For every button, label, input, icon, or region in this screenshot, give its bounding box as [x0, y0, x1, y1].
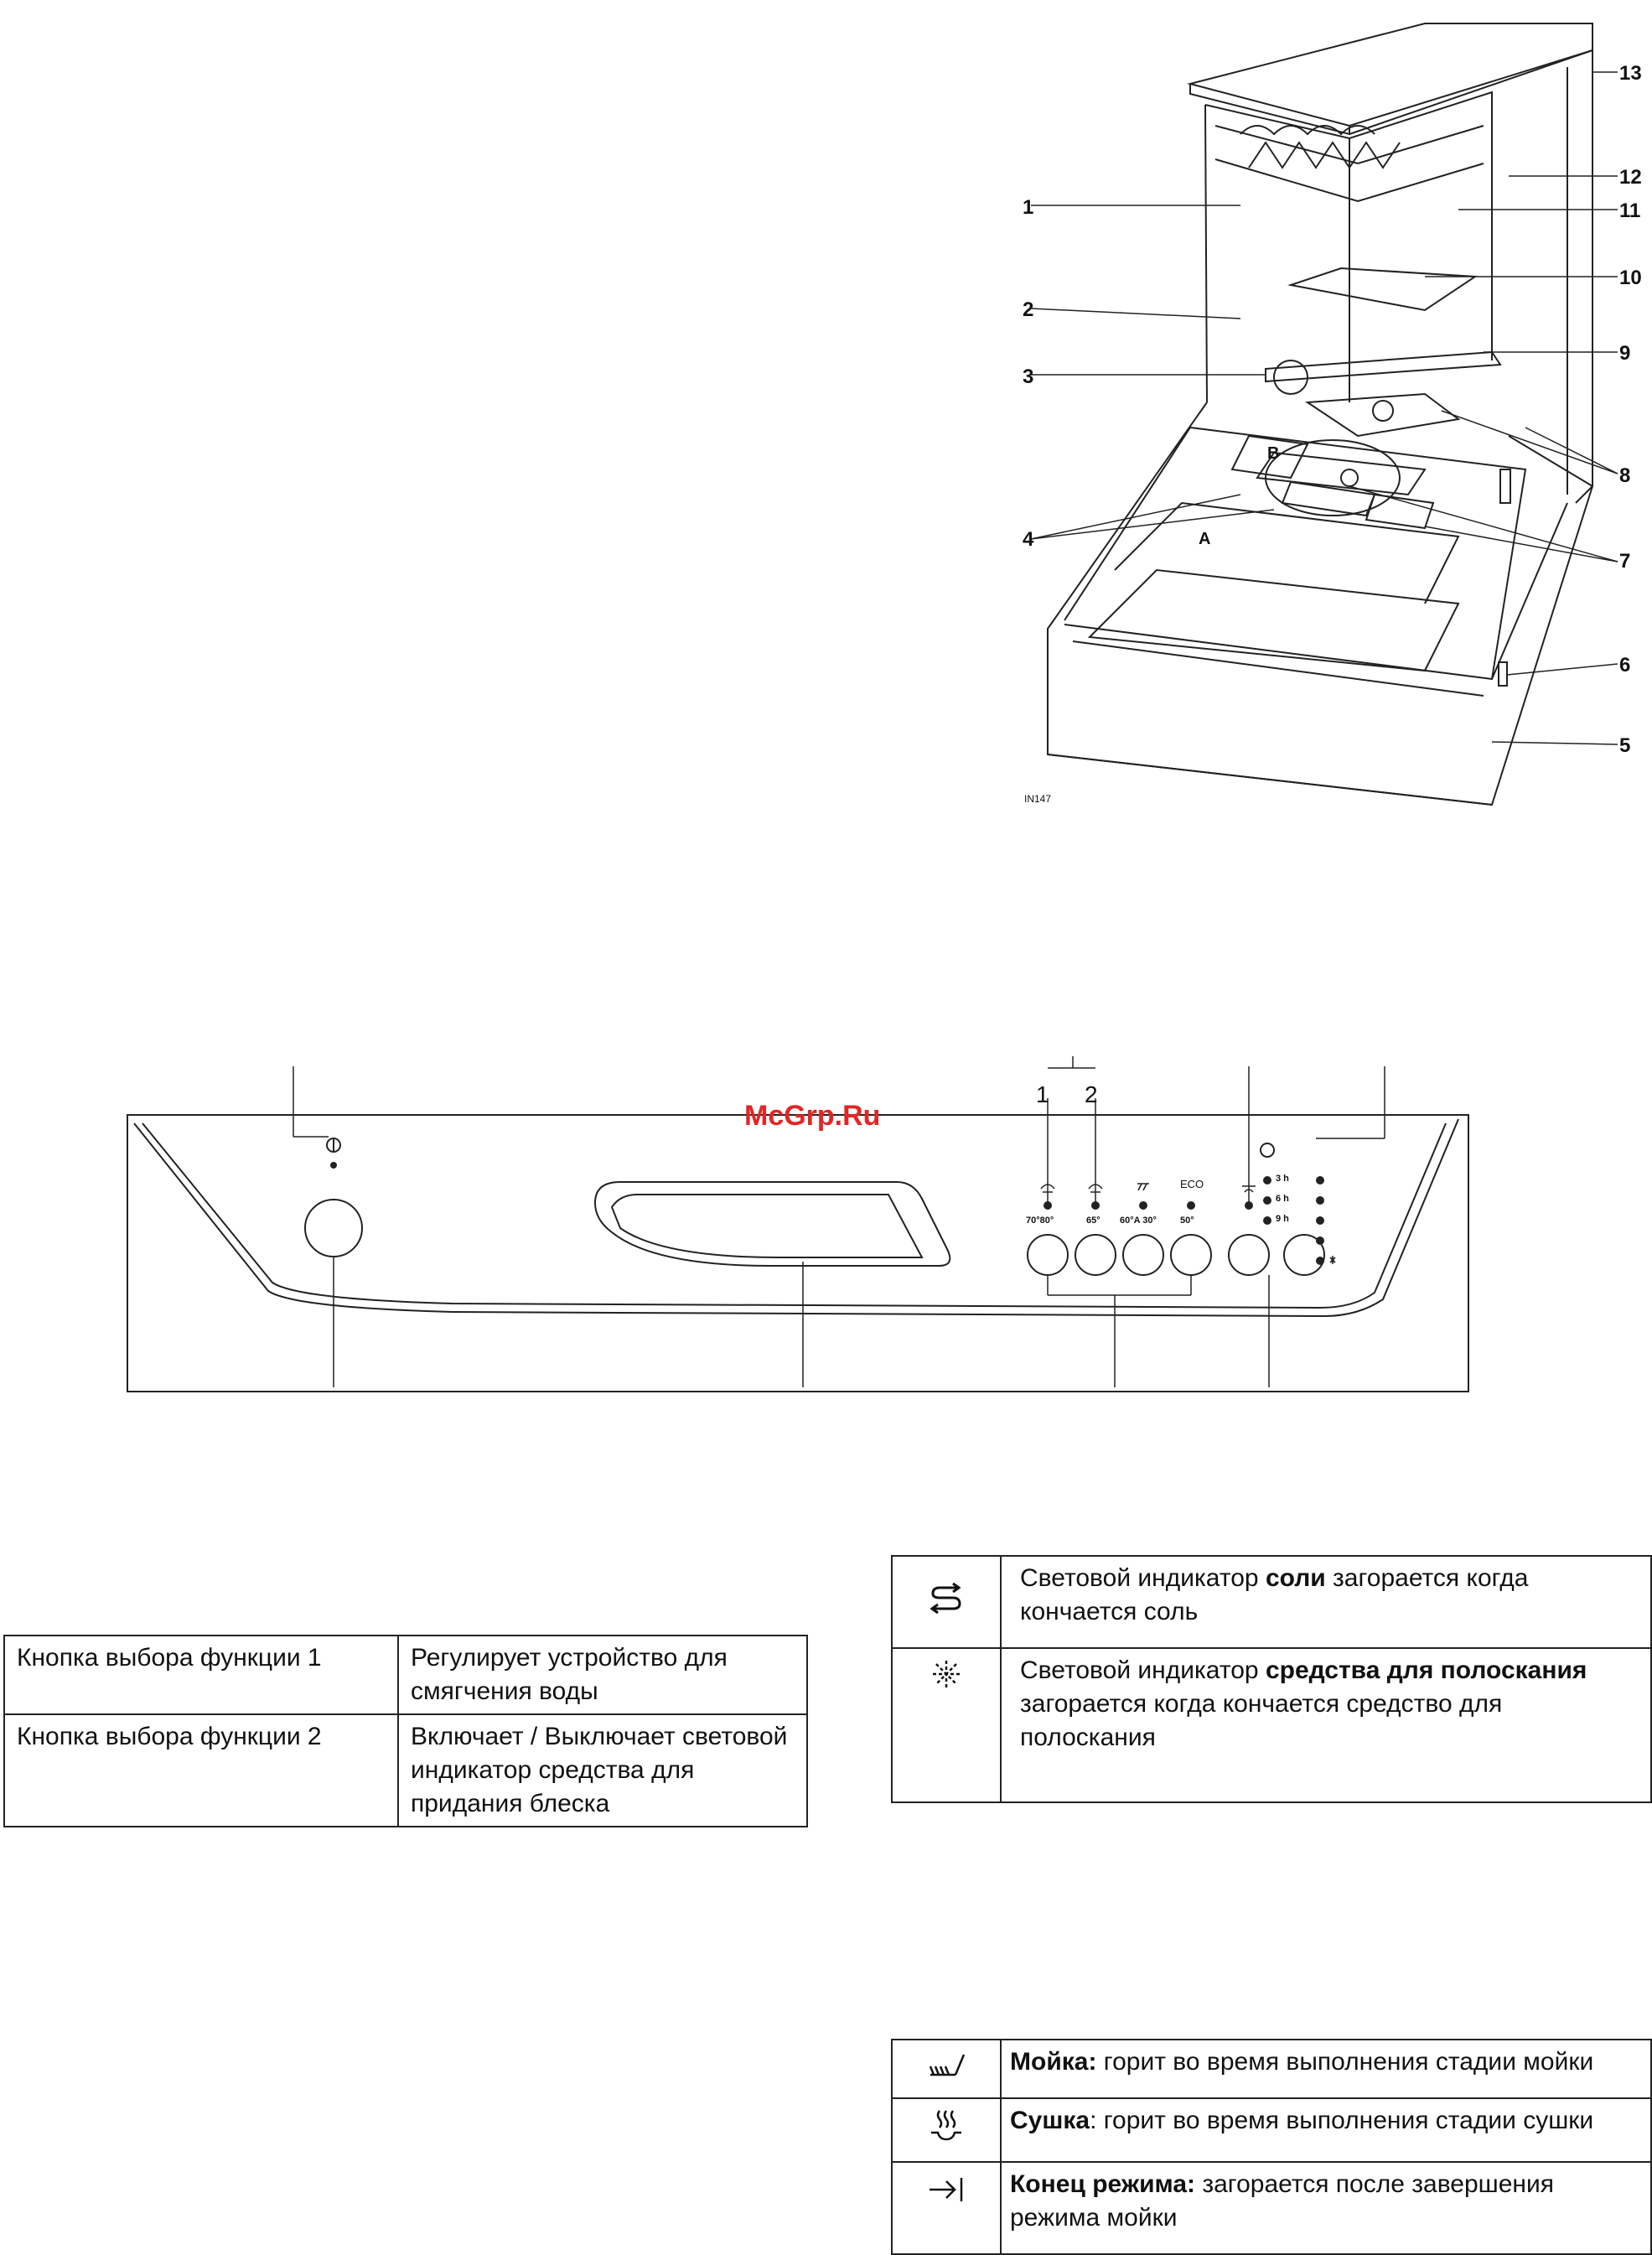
- indicator-table: Световой индикатор соли загорается когда…: [891, 1555, 1652, 1803]
- panel-number-1: 1: [1036, 1081, 1049, 1107]
- callout-5: 5: [1619, 734, 1631, 757]
- icon-cell: [891, 2039, 1002, 2099]
- temp-label-3: 60°A 30°: [1120, 1216, 1157, 1226]
- callout-9: 9: [1619, 342, 1631, 365]
- icon-cell: [891, 2161, 1002, 2255]
- figure-code: IN147: [1024, 793, 1052, 805]
- callout-8: 8: [1619, 464, 1631, 487]
- end-icon: [930, 2178, 963, 2201]
- table-row: Световой индикатор соли загорается когда…: [891, 1555, 1652, 1649]
- function-desc-cell: Регулирует устройство для смягчения воды: [397, 1635, 808, 1715]
- callout-12: 12: [1619, 166, 1642, 189]
- wash-icon: [929, 2054, 966, 2076]
- delay-9h: 9 h: [1276, 1214, 1289, 1224]
- table-row: Световой индикатор средства для полоскан…: [891, 1647, 1652, 1803]
- part-label-a: A: [1199, 530, 1211, 548]
- part-label-b: B: [1267, 444, 1280, 463]
- control-panel-illustration: [127, 1056, 1469, 1392]
- callout-11: 11: [1619, 200, 1641, 222]
- function-name-cell: Кнопка выбора функции 1: [3, 1635, 399, 1715]
- function-name-cell: Кнопка выбора функции 2: [3, 1713, 399, 1827]
- salt-icon: [930, 1582, 961, 1614]
- callout-1: 1: [1023, 196, 1034, 219]
- table-row: Конец режима: загорается после завершени…: [891, 2161, 1652, 2255]
- dishwasher-illustration: [1030, 23, 1618, 806]
- callout-3: 3: [1023, 365, 1034, 388]
- function-desc-cell: Включает / Выключает световой индикатор …: [397, 1713, 808, 1827]
- callout-13: 13: [1619, 62, 1642, 85]
- delay-3h: 3 h: [1276, 1174, 1289, 1184]
- watermark: McGrp.Ru: [744, 1100, 881, 1132]
- dishwasher-figure: 1 2 3 4 13 12 11 10 9 8 7 6 5 B A IN147: [989, 0, 1651, 822]
- eco-label: ECO: [1180, 1178, 1204, 1190]
- callout-7: 7: [1619, 550, 1631, 573]
- temp-label-2: 65°: [1086, 1216, 1100, 1226]
- table-row: Сушка: горит во время выполнения стадии …: [891, 2097, 1652, 2163]
- delay-6h: 6 h: [1276, 1194, 1289, 1204]
- table-row: Мойка: горит во время выполнения стадии …: [891, 2039, 1652, 2099]
- callout-4: 4: [1023, 528, 1034, 551]
- icon-cell: [891, 2097, 1002, 2163]
- table-row: Кнопка выбора функции 2 Включает / Выклю…: [3, 1713, 808, 1827]
- phase-desc-cell: Мойка: горит во время выполнения стадии …: [1000, 2039, 1652, 2099]
- temp-label-4: 50°: [1180, 1216, 1194, 1226]
- control-panel-figure: 1 2 ECO 70°80° 65° 60°A 30° 50° 3 h 6 h …: [117, 1056, 1475, 1400]
- icon-cell: [891, 1555, 1002, 1649]
- icon-cell: [891, 1647, 1002, 1803]
- callout-2: 2: [1023, 298, 1034, 321]
- temp-label-1: 70°80°: [1026, 1216, 1054, 1226]
- indicator-desc-cell: Световой индикатор соли загорается когда…: [1000, 1555, 1652, 1649]
- function-table: Кнопка выбора функции 1 Регулирует устро…: [3, 1635, 808, 1827]
- callout-10: 10: [1619, 267, 1642, 289]
- table-row: Кнопка выбора функции 1 Регулирует устро…: [3, 1635, 808, 1715]
- phase-desc-cell: Конец режима: загорается после завершени…: [1000, 2161, 1652, 2255]
- phase-table: Мойка: горит во время выполнения стадии …: [891, 2039, 1652, 2255]
- panel-number-2: 2: [1085, 1081, 1098, 1107]
- dry-icon: [931, 2109, 961, 2140]
- indicator-desc-cell: Световой индикатор средства для полоскан…: [1000, 1647, 1652, 1803]
- phase-desc-cell: Сушка: горит во время выполнения стадии …: [1000, 2097, 1652, 2163]
- rinse-aid-icon: [933, 1661, 960, 1687]
- callout-6: 6: [1619, 654, 1631, 676]
